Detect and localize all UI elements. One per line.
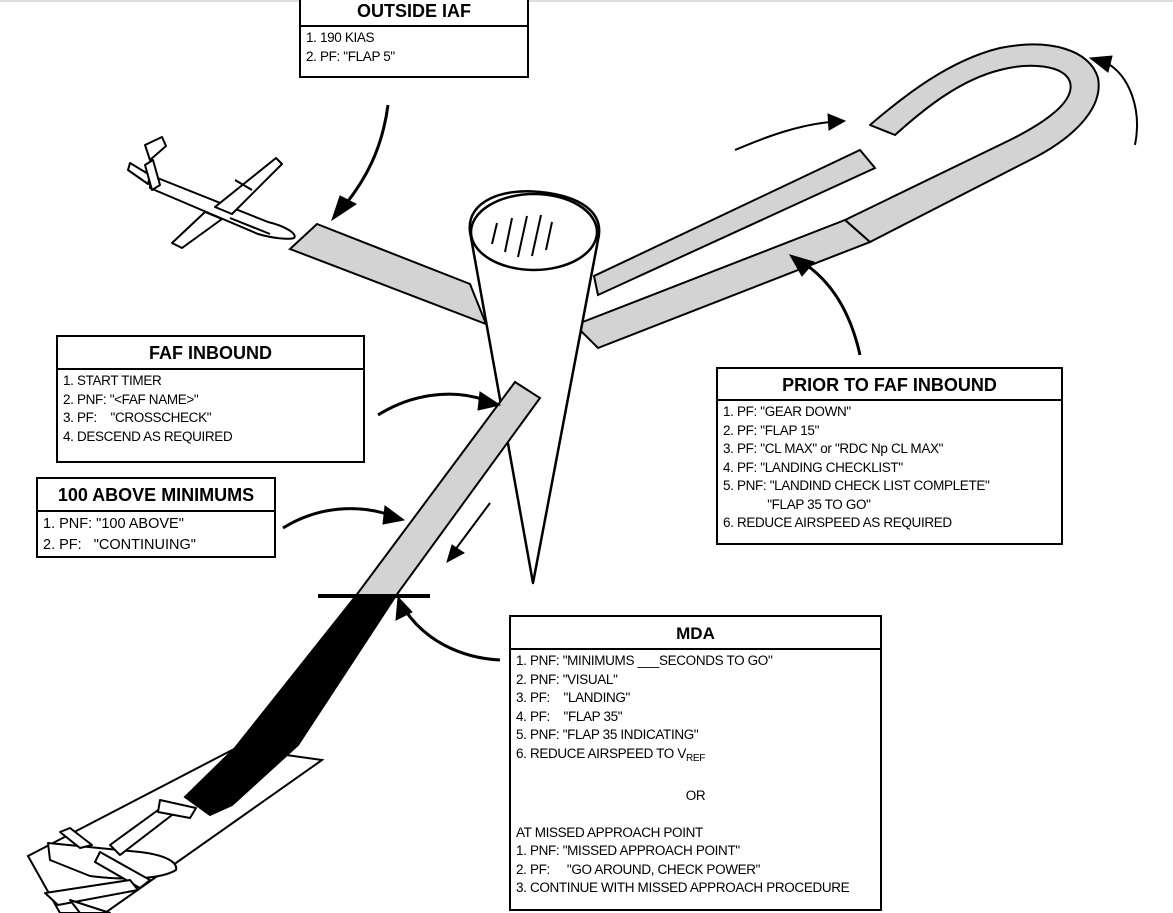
faf-inbound-line-3: 3. PF: "CROSSCHECK" [63, 410, 212, 425]
faf-inbound-line-2: 2. PNF: "<FAF NAME>" [63, 391, 199, 407]
visual-segment [183, 596, 397, 817]
outside-iaf-title: OUTSIDE IAF [301, 0, 527, 27]
mda-map-line-2: 2. PF: "GO AROUND, CHECK POWER" [516, 861, 761, 877]
prior-to-faf-inbound-title: PRIOR TO FAF INBOUND [718, 369, 1061, 401]
mda-map-heading: AT MISSED APPROACH POINT [516, 824, 703, 840]
outside-iaf-line-2: 2. PF: "FLAP 5" [306, 48, 395, 64]
mda-line-4: 4. PF: "FLAP 35" [516, 708, 623, 724]
hundred-above-line-2: 2. PF: "CONTINUING" [43, 537, 196, 553]
prior-faf-line-5b: "FLAP 35 TO GO" [723, 496, 871, 512]
hundred-above-line-1: 1. PNF: "100 ABOVE" [43, 516, 184, 532]
mda-map-line-3: 3. CONTINUE WITH MISSED APPROACH PROCEDU… [516, 880, 850, 895]
mda-line-2: 2. PNF: "VISUAL" [516, 671, 618, 687]
hundred-above-title: 100 ABOVE MINIMUMS [38, 479, 274, 512]
mda-line-5: 5. PNF: "FLAP 35 INDICATING" [516, 727, 699, 742]
mda-map-line-1: 1. PNF: "MISSED APPROACH POINT" [516, 843, 740, 858]
prior-faf-line-2: 2. PF: "FLAP 15" [723, 422, 820, 438]
outbound-leg [573, 218, 872, 350]
outside-iaf-box: OUTSIDE IAF 1. 190 KIAS 2. PF: "FLAP 5" [299, 0, 529, 78]
mda-line-6-sub: REF [686, 752, 705, 764]
mda-line-1: 1. PNF: "MINIMUMS ___SECONDS TO GO" [516, 653, 773, 668]
prior-faf-line-3: 3. PF: "CL MAX" or "RDC Np CL MAX" [723, 441, 944, 456]
inbound-leg [592, 148, 877, 297]
faf-inbound-line-4: 4. DESCEND AS REQUIRED [63, 428, 233, 444]
spacer [516, 768, 875, 787]
prior-faf-line-5: 5. PNF: "LANDIND CHECK LIST COMPLETE" [723, 478, 990, 493]
mda-box: MDA 1. PNF: "MINIMUMS ___SECONDS TO GO" … [509, 615, 882, 911]
final-approach-strip [353, 380, 542, 598]
mda-title: MDA [511, 617, 880, 650]
mda-line-3: 3. PF: "LANDING" [516, 690, 630, 705]
aircraft-icon [127, 136, 296, 249]
initial-approach-leg [288, 222, 488, 326]
prior-faf-line-1: 1. PF: "GEAR DOWN" [723, 404, 851, 419]
faf-inbound-box: FAF INBOUND 1. START TIMER 2. PNF: "<FAF… [56, 335, 365, 463]
prior-faf-line-6: 6. REDUCE AIRSPEED AS REQUIRED [723, 515, 952, 530]
faf-cone [468, 190, 601, 585]
outside-iaf-line-1: 1. 190 KIAS [306, 30, 375, 45]
mda-line-6: 6. REDUCE AIRSPEED TO VREF [516, 745, 875, 769]
prior-faf-line-4: 4. PF: "LANDING CHECKLIST" [723, 459, 903, 475]
faf-inbound-line-1: 1. START TIMER [63, 373, 162, 388]
aircraft-landing-icon [44, 799, 197, 913]
spacer [516, 805, 875, 824]
prior-to-faf-inbound-box: PRIOR TO FAF INBOUND 1. PF: "GEAR DOWN" … [716, 367, 1063, 545]
faf-inbound-title: FAF INBOUND [58, 337, 363, 370]
mda-line-6-text: 6. REDUCE AIRSPEED TO V [516, 745, 687, 761]
callout-arrows [282, 55, 1138, 662]
holding-pattern [844, 43, 1100, 243]
mda-or: OR [685, 787, 706, 803]
hundred-above-minimums-box: 100 ABOVE MINIMUMS 1. PNF: "100 ABOVE" 2… [36, 477, 276, 558]
